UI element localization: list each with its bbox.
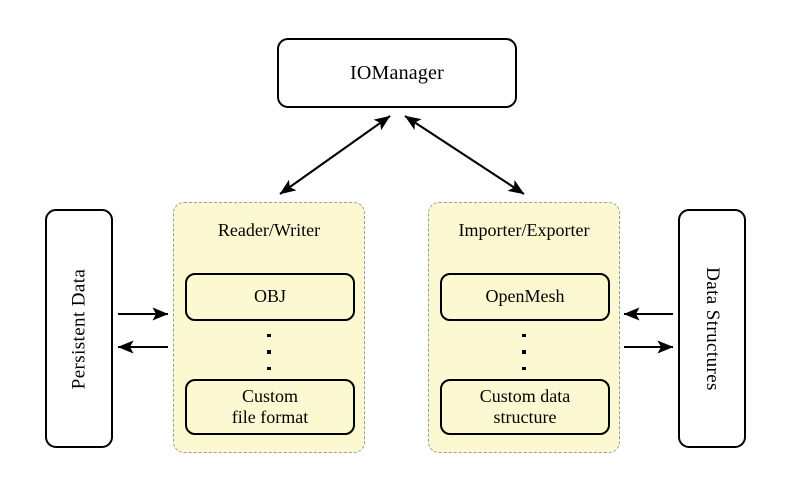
node-openmesh[interactable]: OpenMesh — [440, 273, 610, 321]
ellipsis-dot — [522, 334, 526, 338]
node-iomanager-label: IOManager — [350, 61, 444, 84]
node-custom-data-structure-line2: structure — [493, 407, 557, 427]
node-obj[interactable]: OBJ — [185, 273, 355, 321]
node-custom-data-structure[interactable]: Custom data structure — [440, 379, 610, 435]
panel-importer-exporter-title: Importer/Exporter — [458, 220, 590, 240]
node-custom-file-format-line2: file format — [231, 407, 309, 427]
node-persistent-data-label: Persistent Data — [68, 268, 90, 389]
node-custom-data-structure-label: Custom data structure — [480, 386, 571, 428]
ellipsis-dot — [267, 334, 271, 338]
node-obj-label: OBJ — [253, 286, 286, 307]
arrow-iomanager-importerexporter — [404, 115, 525, 195]
panel-reader-writer[interactable]: Reader/Writer OBJ Custom file format — [173, 202, 365, 453]
node-iomanager[interactable]: IOManager — [277, 38, 517, 108]
node-custom-file-format-label: Custom file format — [232, 386, 308, 428]
panel-importer-exporter[interactable]: Importer/Exporter OpenMesh Custom data s… — [428, 202, 620, 453]
ellipsis-dot — [522, 350, 526, 354]
ellipsis-dot — [267, 366, 271, 370]
ellipsis-importer-exporter — [429, 331, 619, 373]
ellipsis-dot — [522, 366, 526, 370]
node-openmesh-label: OpenMesh — [485, 286, 565, 307]
ellipsis-dot — [267, 350, 271, 354]
node-custom-file-format[interactable]: Custom file format — [185, 379, 355, 435]
node-custom-file-format-line1: Custom — [241, 385, 298, 406]
panel-reader-writer-title: Reader/Writer — [217, 220, 321, 240]
node-custom-data-structure-line1: Custom data — [479, 385, 571, 406]
node-persistent-data[interactable]: Persistent Data — [45, 209, 113, 448]
arrow-iomanager-readerwriter — [279, 115, 391, 195]
node-data-structures[interactable]: Data Structures — [678, 209, 746, 448]
ellipsis-reader-writer — [174, 331, 364, 373]
node-data-structures-label: Data Structures — [702, 266, 723, 391]
